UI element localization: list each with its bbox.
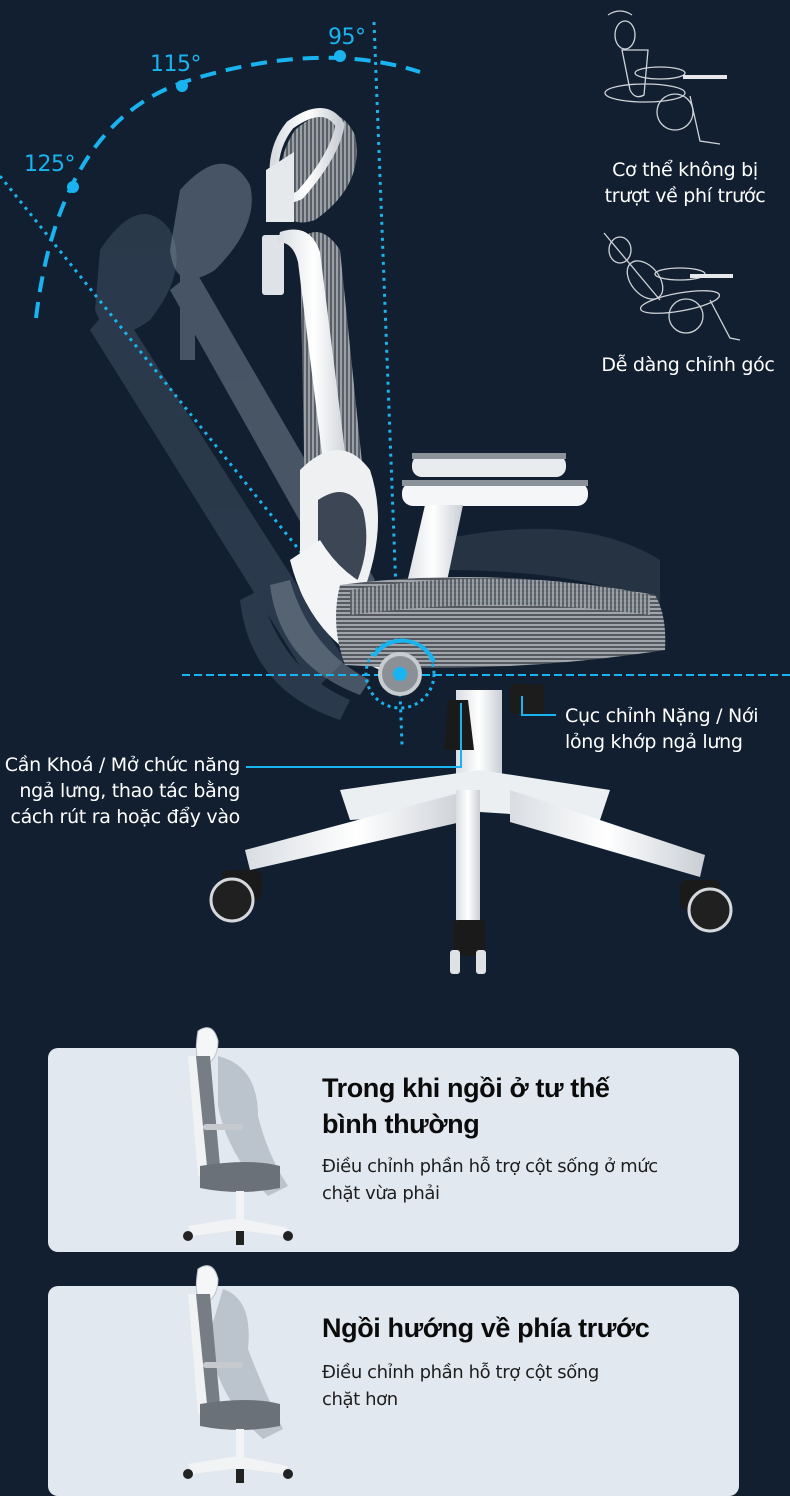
- hero-section: 95° 115° 125° Cơ thể không bị trượt về p…: [0, 10, 790, 974]
- tension-knob: [510, 684, 544, 714]
- chair-recline-illustration: [0, 10, 790, 974]
- angle-marker-125: [67, 181, 79, 193]
- main-chair: [209, 108, 733, 974]
- card-title: Ngồi hướng về phía trước: [322, 1313, 650, 1343]
- caption-upright: Cơ thể không bị trượt về phí trước: [604, 159, 766, 207]
- caster-front: [450, 920, 486, 974]
- card-description: Điều chỉnh phần hỗ trợ cột sống chặt hơn: [322, 1362, 599, 1410]
- chair-thumbnail-normal: [183, 1027, 293, 1245]
- lock-lever: [444, 700, 474, 750]
- caster-left: [209, 870, 262, 923]
- posture-card-normal: Trong khi ngồi ở tư thế bình thường Điều…: [48, 1027, 739, 1252]
- card-description: Điều chỉnh phần hỗ trợ cột sống ở mức ch…: [322, 1156, 658, 1204]
- angle-marker-95: [334, 50, 346, 62]
- chair-thumbnail-forward: [183, 1265, 293, 1483]
- posture-reclined-figure-icon: [603, 232, 741, 341]
- recline-arc: [34, 55, 421, 319]
- angle-label-115: 115°: [150, 52, 202, 77]
- caster-right: [680, 880, 733, 933]
- callout-lock-lever: Cần Khoá / Mở chức năng ngả lưng, thao t…: [4, 754, 241, 828]
- posture-upright-figure-icon: [604, 10, 727, 145]
- caption-reclined: Dễ dàng chỉnh góc: [601, 354, 775, 376]
- ghost-chair-125: [90, 214, 350, 720]
- callout-tension-knob: Cục chỉnh Nặng / Nới lỏng khớp ngả lưng: [565, 705, 759, 753]
- card-title: Trong khi ngồi ở tư thế bình thường: [322, 1073, 610, 1139]
- lock-lever-leader: [246, 703, 462, 768]
- angle-marker-115: [176, 80, 188, 92]
- angle-label-95: 95°: [328, 25, 366, 50]
- tension-knob-leader: [521, 696, 556, 716]
- posture-card-forward: Ngồi hướng về phía trước Điều chỉnh phần…: [48, 1265, 739, 1496]
- angle-label-125: 125°: [24, 152, 76, 177]
